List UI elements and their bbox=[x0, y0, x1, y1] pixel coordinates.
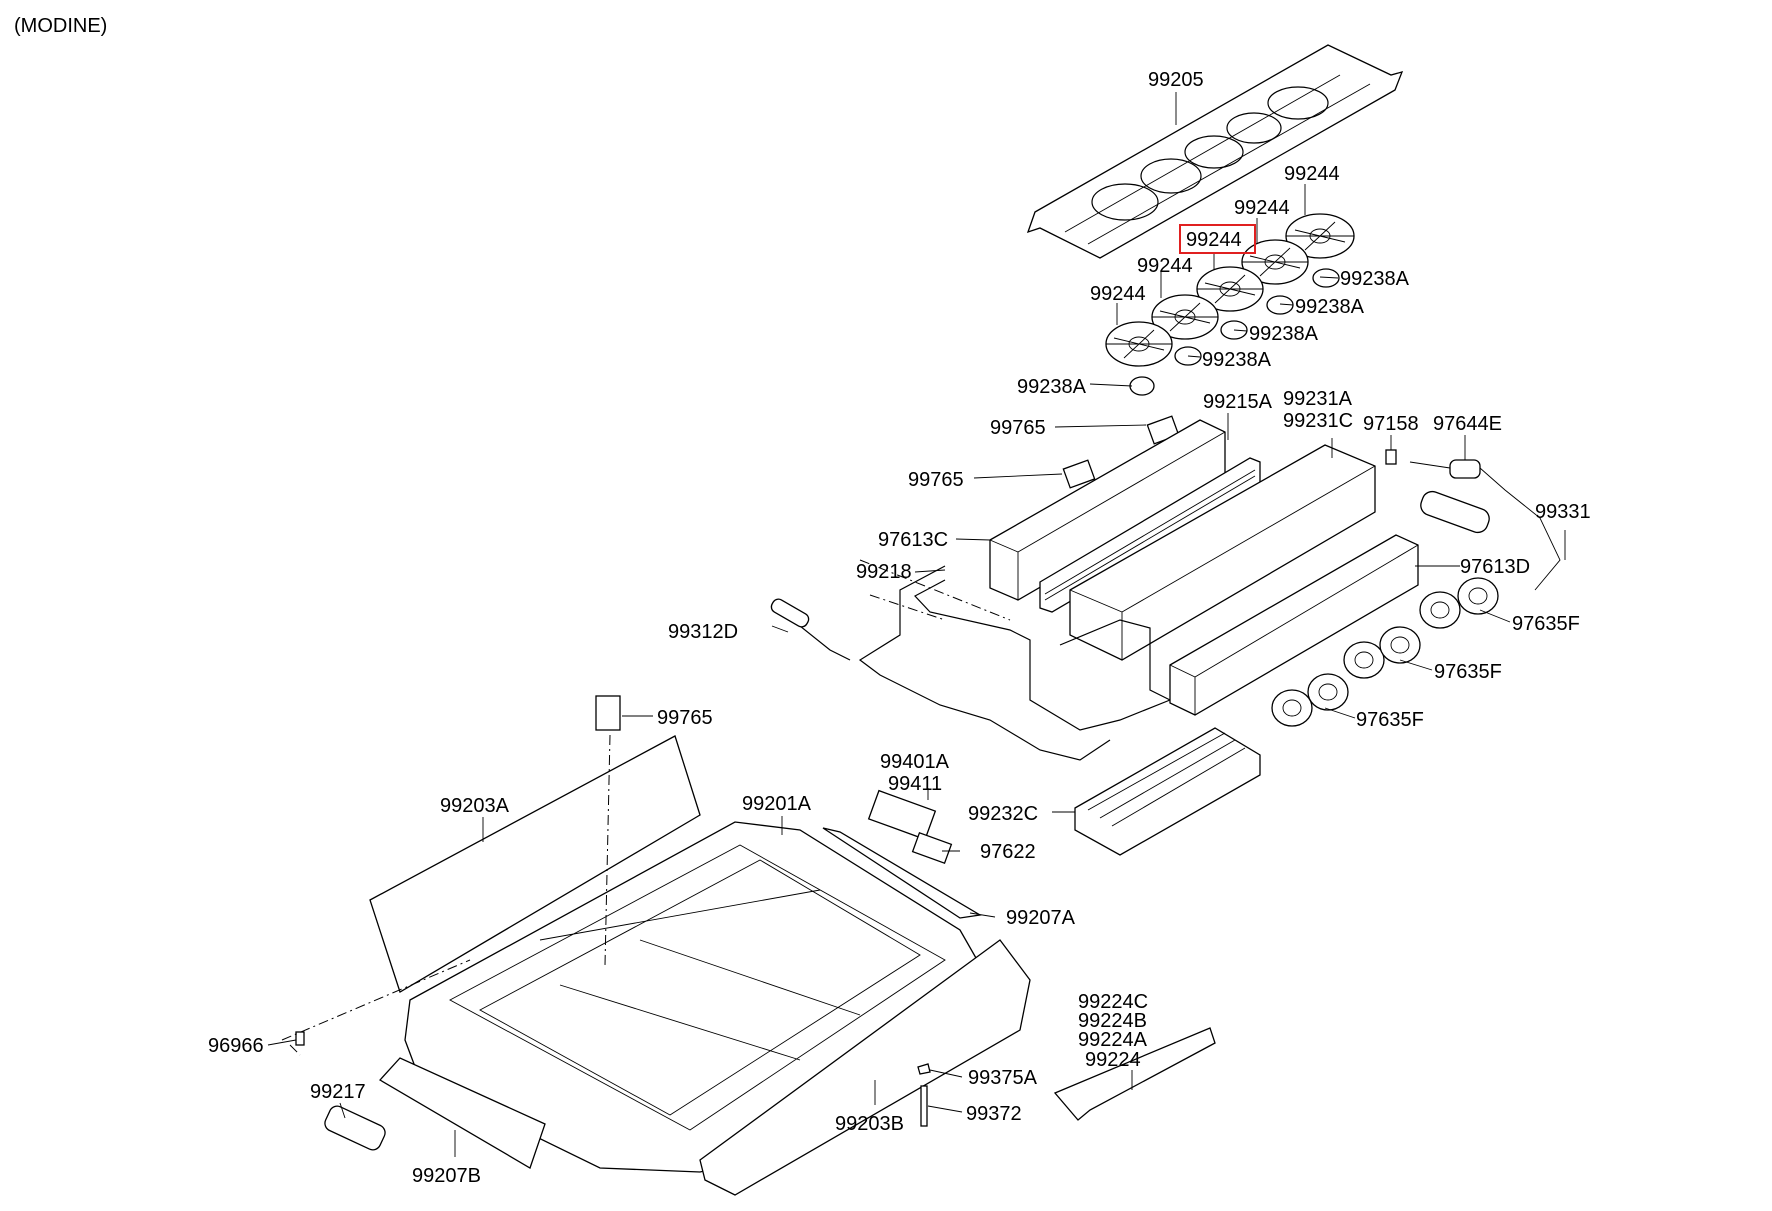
callout-99205[interactable]: 99205 bbox=[1148, 69, 1204, 91]
condenser-fan-1[interactable] bbox=[1105, 321, 1173, 367]
callout-99232C[interactable]: 99232C bbox=[968, 803, 1038, 825]
callout-99765-1[interactable]: 99765 bbox=[990, 417, 1046, 439]
callout-99231A[interactable]: 99231A bbox=[1283, 388, 1353, 410]
control-module[interactable] bbox=[867, 789, 937, 841]
callout-99215A[interactable]: 99215A bbox=[1203, 391, 1273, 413]
blower-1[interactable] bbox=[1419, 577, 1499, 629]
condenser-fan-2[interactable] bbox=[1151, 294, 1219, 340]
actuator-lower[interactable] bbox=[595, 695, 621, 731]
callout-99224A[interactable]: 99224A bbox=[1078, 1029, 1148, 1051]
callout-99203B[interactable]: 99203B bbox=[835, 1113, 904, 1135]
callout-99231C[interactable]: 99231C bbox=[1283, 410, 1353, 432]
callout-99244-top[interactable]: 99244 bbox=[1284, 163, 1340, 185]
evaporator-coil-97613D[interactable] bbox=[1169, 534, 1419, 716]
callout-99207A[interactable]: 99207A bbox=[1006, 907, 1076, 929]
manufacturer-label: (MODINE) bbox=[14, 15, 107, 37]
mounting-plate[interactable] bbox=[1026, 44, 1404, 259]
drain-valve-99375A[interactable] bbox=[917, 1063, 931, 1075]
callout-99238A-1[interactable]: 99238A bbox=[1340, 268, 1410, 290]
callout-99765-3[interactable]: 99765 bbox=[657, 707, 713, 729]
blower-3[interactable] bbox=[1271, 673, 1349, 727]
callout-97613D[interactable]: 97613D bbox=[1460, 556, 1530, 578]
callout-97644E[interactable]: 97644E bbox=[1433, 413, 1502, 435]
callout-99401A[interactable]: 99401A bbox=[880, 751, 950, 773]
callout-99244-highlighted[interactable]: 99244 bbox=[1186, 229, 1242, 251]
pressure-switch[interactable] bbox=[1385, 449, 1397, 465]
callout-99244-5[interactable]: 99244 bbox=[1090, 283, 1146, 305]
callout-97635F-1[interactable]: 97635F bbox=[1512, 613, 1580, 635]
condenser-fan-4[interactable] bbox=[1241, 239, 1309, 285]
drain-hose-99372[interactable] bbox=[920, 1085, 928, 1127]
leader-dash-lower bbox=[281, 734, 611, 1056]
callout-99312D[interactable]: 99312D bbox=[668, 621, 738, 643]
plug-96966[interactable] bbox=[295, 1031, 305, 1046]
leader-lines bbox=[267, 92, 1566, 1157]
receiver-drier[interactable] bbox=[1409, 459, 1561, 591]
blower-2[interactable] bbox=[1343, 626, 1421, 679]
callout-99224[interactable]: 99224 bbox=[1085, 1049, 1141, 1071]
callout-99331[interactable]: 99331 bbox=[1535, 501, 1591, 523]
actuator-middle[interactable] bbox=[1062, 459, 1096, 489]
callout-96966[interactable]: 96966 bbox=[208, 1035, 264, 1057]
part-callouts: 99205 99244 99244 99244 99244 99244 9923… bbox=[208, 69, 1591, 1187]
side-cover-99203B[interactable] bbox=[699, 939, 1031, 1196]
callout-97158[interactable]: 97158 bbox=[1363, 413, 1419, 435]
evaporator-coil-99231A[interactable] bbox=[1069, 444, 1376, 661]
callout-99238A-2[interactable]: 99238A bbox=[1295, 296, 1365, 318]
condenser-fan-5[interactable] bbox=[1285, 213, 1355, 259]
leader-dash-piping bbox=[859, 559, 1011, 621]
callout-99224C[interactable]: 99224C bbox=[1078, 991, 1148, 1013]
refrigerant-piping[interactable] bbox=[769, 565, 1171, 761]
callout-99218[interactable]: 99218 bbox=[856, 561, 912, 583]
callout-99244-4[interactable]: 99244 bbox=[1137, 255, 1193, 277]
callout-99238A-5[interactable]: 99238A bbox=[1017, 376, 1087, 398]
callout-99207B[interactable]: 99207B bbox=[412, 1165, 481, 1187]
return-air-grille[interactable] bbox=[1074, 727, 1261, 856]
callout-99375A[interactable]: 99375A bbox=[968, 1067, 1038, 1089]
callout-99244-2[interactable]: 99244 bbox=[1234, 197, 1290, 219]
callout-97622[interactable]: 97622 bbox=[980, 841, 1036, 863]
callout-99765-2[interactable]: 99765 bbox=[908, 469, 964, 491]
highlight-box bbox=[1179, 224, 1256, 254]
callout-99411[interactable]: 99411 bbox=[888, 773, 942, 795]
callout-97635F-3[interactable]: 97635F bbox=[1356, 709, 1424, 731]
dryer-99217[interactable] bbox=[322, 1104, 387, 1153]
callout-99224B[interactable]: 99224B bbox=[1078, 1010, 1147, 1032]
callout-97635F-2[interactable]: 97635F bbox=[1434, 661, 1502, 683]
control-board[interactable] bbox=[911, 831, 953, 865]
seal-strip-99224[interactable] bbox=[1053, 1027, 1216, 1121]
condenser-fan-3[interactable] bbox=[1196, 266, 1264, 312]
callout-99238A-3[interactable]: 99238A bbox=[1249, 323, 1319, 345]
callout-99238A-4[interactable]: 99238A bbox=[1202, 349, 1272, 371]
callout-99372[interactable]: 99372 bbox=[966, 1103, 1022, 1125]
callout-99203A[interactable]: 99203A bbox=[440, 795, 510, 817]
callout-99217[interactable]: 99217 bbox=[310, 1081, 366, 1103]
callout-99201A[interactable]: 99201A bbox=[742, 793, 812, 815]
callout-97613C[interactable]: 97613C bbox=[878, 529, 948, 551]
front-cover-99207B[interactable] bbox=[378, 1057, 546, 1169]
side-cover-99203A[interactable] bbox=[369, 735, 701, 993]
fan-openings bbox=[1064, 74, 1371, 245]
